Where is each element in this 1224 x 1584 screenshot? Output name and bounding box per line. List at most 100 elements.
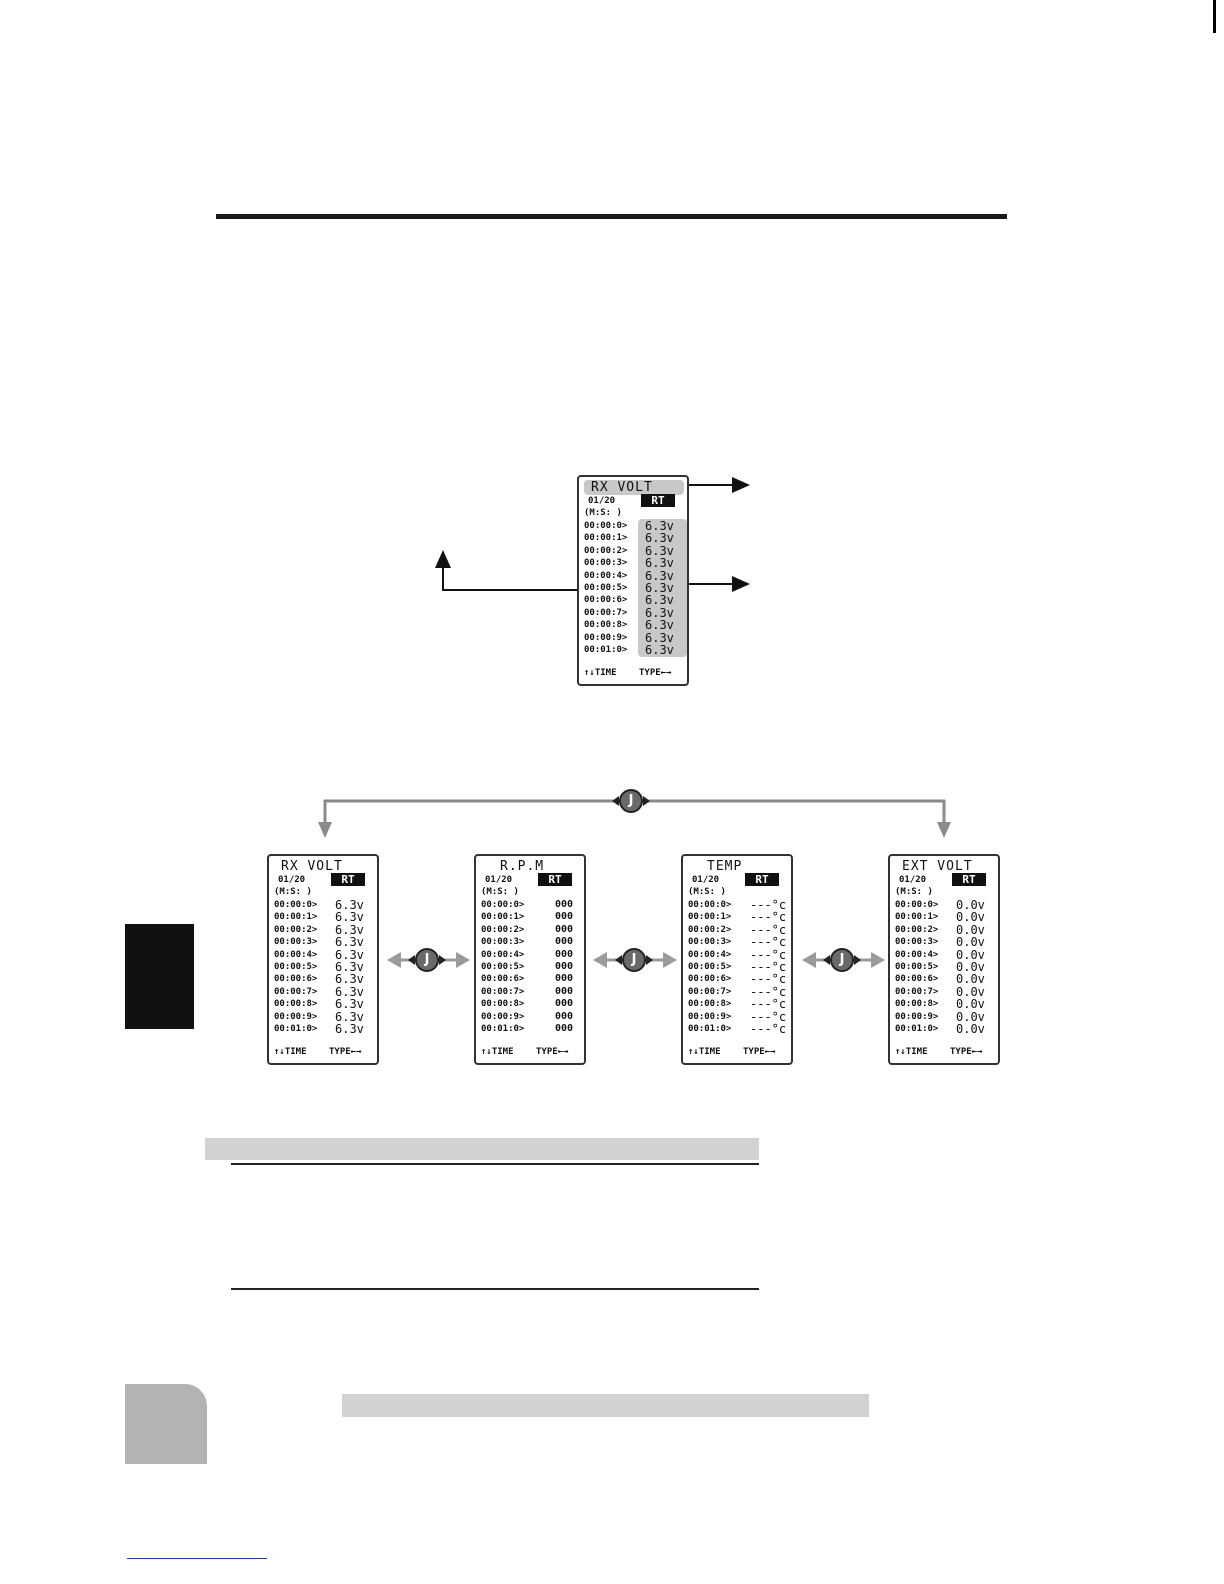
rt-badge: RT: [745, 873, 779, 886]
data-row: 00:00:2>0.0v: [895, 924, 999, 936]
row-time: 00:00:7>: [481, 986, 525, 997]
footer-heading-bar: [342, 1394, 869, 1417]
row-value: 0.0v: [956, 935, 985, 950]
row-value: 6.3v: [645, 630, 674, 645]
row-value: 000: [555, 899, 574, 910]
row-time: 00:00:7>: [584, 607, 628, 618]
row-value: 0.0v: [956, 910, 985, 925]
data-row: 00:00:1>6.3v: [274, 911, 378, 923]
data-row: 00:00:9>000: [481, 1011, 585, 1023]
data-row: 00:01:0> 0.0v: [895, 1023, 999, 1035]
row-value: ---°c: [750, 997, 787, 1012]
data-row: 00:00:8>6.3v: [274, 998, 378, 1010]
row-time: 00:00:0>: [895, 900, 939, 910]
loop-arrowhead-left: [318, 822, 332, 838]
data-row: 00:00:0>6.3v: [274, 899, 378, 911]
jog-direction-marks: [408, 796, 861, 965]
screen-title: EXT VOLT: [902, 859, 973, 874]
footer-link-line: [127, 1558, 267, 1559]
row-value: ---°c: [750, 984, 787, 999]
data-row: 00:00:3>6.3v: [584, 557, 688, 569]
row-time: 00:00:5>: [688, 961, 732, 972]
row-time: 00:00:9>: [688, 1011, 732, 1022]
data-row: 00:00:8>0.0v: [895, 998, 999, 1010]
row-time: 00:00:5>: [895, 961, 939, 972]
data-row: 00:00:1>000: [481, 911, 585, 923]
rt-badge: RT: [538, 873, 572, 886]
row-value: 6.3v: [645, 642, 674, 657]
data-row: 00:00:9>6.3v: [274, 1011, 378, 1023]
row-value: 6.3v: [335, 972, 364, 987]
data-row: 00:00:9> 6.3v: [584, 632, 688, 644]
data-row: 00:00:9>0.0v: [895, 1011, 999, 1023]
row-time: 00:00:3>: [274, 937, 318, 948]
data-row: 00:00:2>---°c: [688, 924, 792, 936]
row-time: 00:00:7>: [688, 986, 732, 997]
data-row: 00:00:7>000: [481, 986, 585, 998]
row-time: 00:00:8>: [895, 999, 939, 1010]
loop-arrowhead-right: [937, 822, 951, 838]
row-time: 00:00:7>: [274, 986, 318, 997]
top-right-tick: [1213, 0, 1216, 33]
value-column-highlight: [638, 519, 687, 657]
row-value: 000: [555, 911, 574, 923]
row-value: 0.0v: [956, 898, 985, 912]
row-value: 6.3v: [645, 618, 674, 633]
row-time: 00:01:0>: [688, 1023, 732, 1034]
data-row: 00:00:3>---°c: [688, 936, 792, 948]
row-time: 00:00:9>: [584, 632, 628, 643]
screen-title: RX VOLT: [281, 859, 343, 874]
row-value: 6.3v: [335, 984, 364, 999]
row-value: ---°c: [750, 947, 787, 962]
data-row: 00:00:4>000: [481, 949, 585, 961]
data-row: 00:01:0> 6.3v: [584, 644, 688, 656]
footer-time-hint: ↑↓TIME: [688, 1047, 721, 1057]
row-value: 0.0v: [956, 1021, 985, 1036]
footer-type-hint: TYPE←→: [950, 1047, 983, 1057]
jog-button-3: J: [830, 948, 854, 972]
row-value: 6.3v: [645, 605, 674, 620]
time-unit-label: (M:S: ): [481, 887, 519, 897]
row-time: 00:00:3>: [584, 558, 628, 569]
row-value: 6.3v: [645, 593, 674, 608]
row-value: 6.3v: [645, 568, 674, 583]
data-row: 00:01:0>---°c: [688, 1023, 792, 1035]
row-time: 00:00:8>: [481, 999, 525, 1010]
row-time: 00:00:6>: [584, 595, 628, 606]
data-row: 00:00:8>---°c: [688, 998, 792, 1010]
data-row: 00:00:5> 0.0v: [895, 961, 999, 973]
row-time: 00:00:9>: [895, 1011, 939, 1022]
row-time: 00:00:1>: [688, 912, 732, 923]
row-value: 6.3v: [645, 519, 674, 533]
row-time: 00:00:4>: [688, 949, 732, 960]
data-row: 00:00:6> 6.3v: [274, 973, 378, 985]
data-row: 00:00:6>---°c: [688, 973, 792, 985]
row-time: 00:01:0>: [584, 644, 628, 655]
row-time: 00:00:2>: [688, 924, 732, 935]
footer-type-hint: TYPE←→: [743, 1047, 776, 1057]
footer-time-hint: ↑↓TIME: [274, 1047, 307, 1057]
data-row: 00:00:1> ---°c: [688, 911, 792, 923]
row-value: 000: [555, 936, 574, 948]
row-time: 00:00:3>: [481, 937, 525, 948]
row-value: ---°c: [750, 910, 787, 925]
screen-title: R.P.M: [500, 859, 545, 874]
row-time: 00:00:0>: [481, 900, 525, 910]
row-value: 6.3v: [335, 935, 364, 950]
time-unit-label: (M:S: ): [895, 887, 933, 897]
section-heading-bar: [205, 1138, 759, 1160]
row-time: 00:01:0>: [895, 1023, 939, 1034]
rt-badge: RT: [331, 873, 365, 886]
row-time: 00:00:5>: [481, 961, 525, 972]
jog-button-top: J: [619, 789, 643, 813]
row-time: 00:00:6>: [274, 974, 318, 985]
row-value: 0.0v: [956, 959, 985, 974]
data-row: 00:00:4> ---°c: [688, 949, 792, 961]
